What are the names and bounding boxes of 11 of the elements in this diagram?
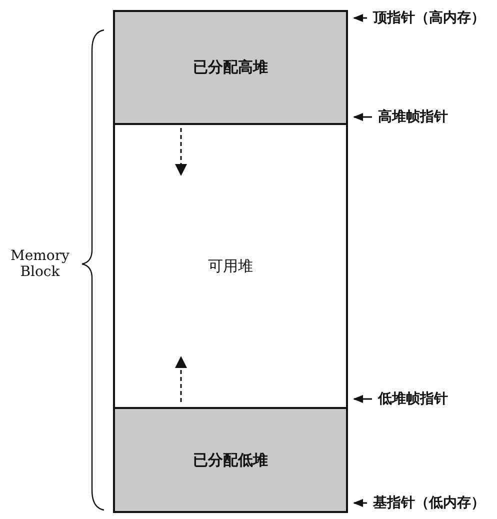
pointer-label: 顶指针（高内存） bbox=[373, 8, 497, 28]
allocated-heap-block: 已分配高堆 bbox=[113, 10, 348, 125]
pointer-label: 基指针（低内存） bbox=[373, 493, 497, 513]
pointer-label: 高堆帧指针 bbox=[378, 107, 488, 127]
arrow bbox=[353, 14, 367, 22]
bracket-label: Memory Block bbox=[2, 240, 78, 288]
arrow bbox=[353, 113, 372, 121]
allocated-heap-block: 已分配低堆 bbox=[113, 407, 348, 513]
arrow bbox=[353, 499, 367, 507]
pointer-label: 低堆帧指针 bbox=[378, 389, 488, 409]
arrow bbox=[353, 395, 372, 403]
